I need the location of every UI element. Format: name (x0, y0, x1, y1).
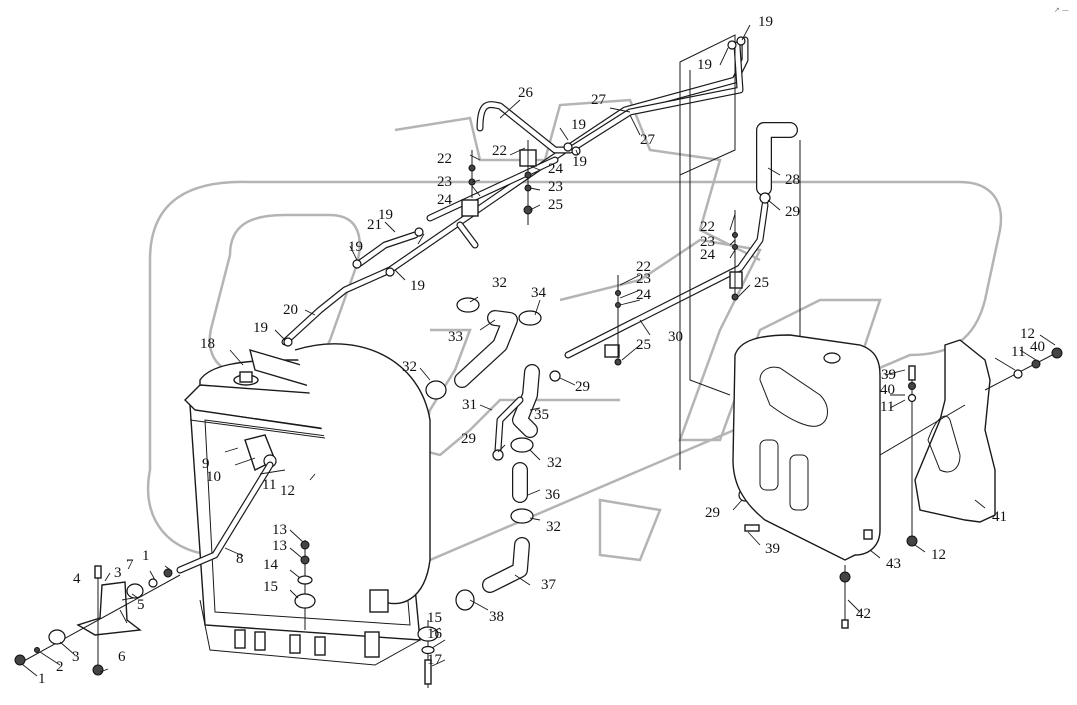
callout-label-19: 19 (348, 239, 363, 255)
expansion-tank (732, 334, 881, 629)
callout-label-34: 34 (531, 285, 546, 301)
callout-label-19: 19 (758, 14, 773, 30)
callout-label-23: 23 (548, 179, 563, 195)
callout-label-29: 29 (461, 431, 476, 447)
callout-label-21: 21 (367, 217, 382, 233)
callout-label-25: 25 (636, 337, 651, 353)
callout-label-19: 19 (571, 117, 586, 133)
callout-label-38: 38 (489, 609, 504, 625)
callout-label-10: 10 (206, 469, 221, 485)
callout-label-33: 33 (448, 329, 463, 345)
callout-label-40: 40 (1030, 339, 1045, 355)
callout-label-12: 12 (280, 483, 295, 499)
isolator-stack-lower (417, 620, 439, 688)
callout-label-29: 29 (785, 204, 800, 220)
callout-label-17: 17 (427, 652, 442, 668)
callout-label-27: 27 (640, 132, 655, 148)
callout-label-28: 28 (785, 172, 800, 188)
callout-label-11: 11 (262, 477, 277, 493)
callout-label-23: 23 (700, 234, 715, 250)
tank-bracket (879, 339, 1063, 547)
callout-label-13: 13 (272, 538, 287, 554)
callout-label-37: 37 (541, 577, 556, 593)
callout-label-12: 12 (931, 547, 946, 563)
callout-label-35: 35 (534, 407, 549, 423)
callout-label-39: 39 (765, 541, 780, 557)
radiator-assembly (184, 343, 431, 666)
callout-label-11: 11 (880, 399, 895, 415)
steel-lines (281, 34, 801, 470)
bolt-4 (94, 565, 102, 579)
callout-label-23: 23 (437, 174, 452, 190)
callout-label-22: 22 (437, 151, 452, 167)
callout-label-2: 2 (56, 659, 64, 675)
callout-label-36: 36 (545, 487, 560, 503)
callout-label-9: 9 (202, 456, 210, 472)
callout-label-41: 41 (992, 509, 1007, 525)
callout-label-15: 15 (263, 579, 278, 595)
callout-label-1: 1 (142, 548, 150, 564)
callout-label-19: 19 (378, 207, 393, 223)
callout-label-24: 24 (548, 161, 563, 177)
callout-label-20: 20 (283, 302, 298, 318)
callout-label-13: 13 (272, 522, 287, 538)
callout-label-43: 43 (886, 556, 901, 572)
callout-label-27: 27 (591, 92, 606, 108)
brace-rod (176, 461, 274, 574)
callout-label-24: 24 (437, 192, 452, 208)
callout-label-31: 31 (462, 397, 477, 413)
callout-label-8: 8 (236, 551, 244, 567)
callout-label-1: 1 (38, 671, 46, 687)
callout-label-19: 19 (253, 320, 268, 336)
callout-label-15: 15 (427, 610, 442, 626)
line-clamps (461, 140, 743, 366)
callout-label-16: 16 (427, 626, 442, 642)
callout-label-22: 22 (636, 259, 651, 275)
callout-label-19: 19 (572, 154, 587, 170)
callout-label-3: 3 (72, 649, 80, 665)
callout-label-32: 32 (547, 455, 562, 471)
callout-label-4: 4 (73, 571, 81, 587)
callout-label-29: 29 (575, 379, 590, 395)
isolator-stack (294, 540, 316, 630)
callout-label-19: 19 (697, 57, 712, 73)
callout-label-30: 30 (668, 329, 683, 345)
callout-label-6: 6 (118, 649, 126, 665)
callout-label-26: 26 (518, 85, 533, 101)
callout-label-23: 23 (636, 271, 651, 287)
callout-label-42: 42 (856, 606, 871, 622)
hoses (425, 192, 771, 611)
callout-label-11: 11 (1011, 344, 1026, 360)
callout-label-32: 32 (546, 519, 561, 535)
callout-label-29: 29 (705, 505, 720, 521)
callout-label-18: 18 (200, 336, 215, 352)
callout-label-40: 40 (880, 382, 895, 398)
callout-label-14: 14 (263, 557, 278, 573)
callout-label-25: 25 (548, 197, 563, 213)
callout-label-32: 32 (492, 275, 507, 291)
callout-label-3: 3 (114, 565, 122, 581)
radiator-mount-bracket (14, 565, 181, 676)
leader-lines (21, 24, 1056, 677)
callout-label-5: 5 (137, 597, 145, 613)
fittings (283, 36, 746, 347)
callout-label-22: 22 (492, 143, 507, 159)
callout-label-7: 7 (126, 557, 134, 573)
callout-label-39: 39 (881, 367, 896, 383)
callout-label-12: 12 (1020, 326, 1035, 342)
callout-label-25: 25 (754, 275, 769, 291)
callout-label-24: 24 (700, 247, 715, 263)
callout-label-19: 19 (410, 278, 425, 294)
callout-label-24: 24 (636, 287, 651, 303)
corner-mark: ↗ — (1053, 6, 1069, 14)
callout-label-22: 22 (700, 219, 715, 235)
callout-label-32: 32 (402, 359, 417, 375)
